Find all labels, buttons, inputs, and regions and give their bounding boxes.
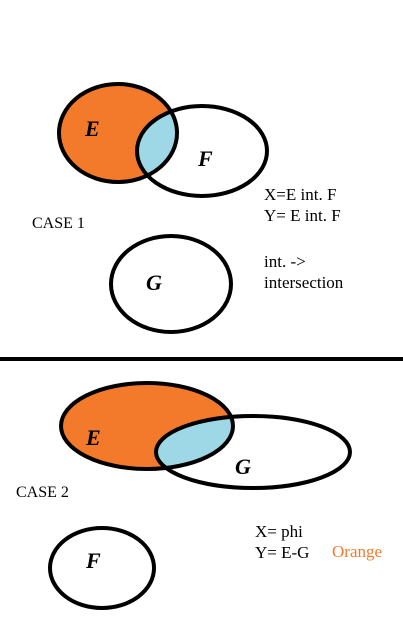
case-2-set-e-label: E	[85, 425, 101, 450]
case-1-note-definition-2: intersection	[264, 273, 344, 292]
case-2-label: CASE 2	[16, 484, 69, 501]
case-2-set-g-outline	[154, 414, 352, 490]
case-1-label: CASE 1	[32, 215, 85, 232]
case-2-diagram: E G F CASE 2 X= phi Y= E-G Orange	[16, 381, 382, 610]
case-2-e-g-intersection	[156, 416, 233, 469]
case-2-note-x: X= phi	[255, 522, 303, 541]
case-1-set-f-label: F	[197, 146, 213, 171]
case-1-set-g-outline	[109, 234, 233, 334]
case-2-set-g-label: G	[235, 454, 251, 479]
case-1-note-x: X=E int. F	[264, 185, 336, 204]
case-1-diagram: E F G CASE 1 X=E int. F Y= E int. F int.…	[32, 82, 344, 334]
case-2-set-f-outline	[48, 526, 156, 610]
case-1-set-f-outline	[135, 104, 269, 198]
case-1-set-e-label: E	[84, 116, 100, 141]
case-2-set-f-label: F	[85, 548, 101, 573]
case-1-set-g-label: G	[146, 270, 162, 295]
case-2-note-orange: Orange	[332, 542, 382, 561]
case-1-set-e-outline	[57, 82, 179, 184]
case-2-set-e-outline	[59, 381, 235, 471]
case-1-note-y: Y= E int. F	[264, 206, 341, 225]
case-2-note-y: Y= E-G	[255, 543, 309, 562]
case-1-note-definition-1: int. ->	[264, 252, 306, 271]
